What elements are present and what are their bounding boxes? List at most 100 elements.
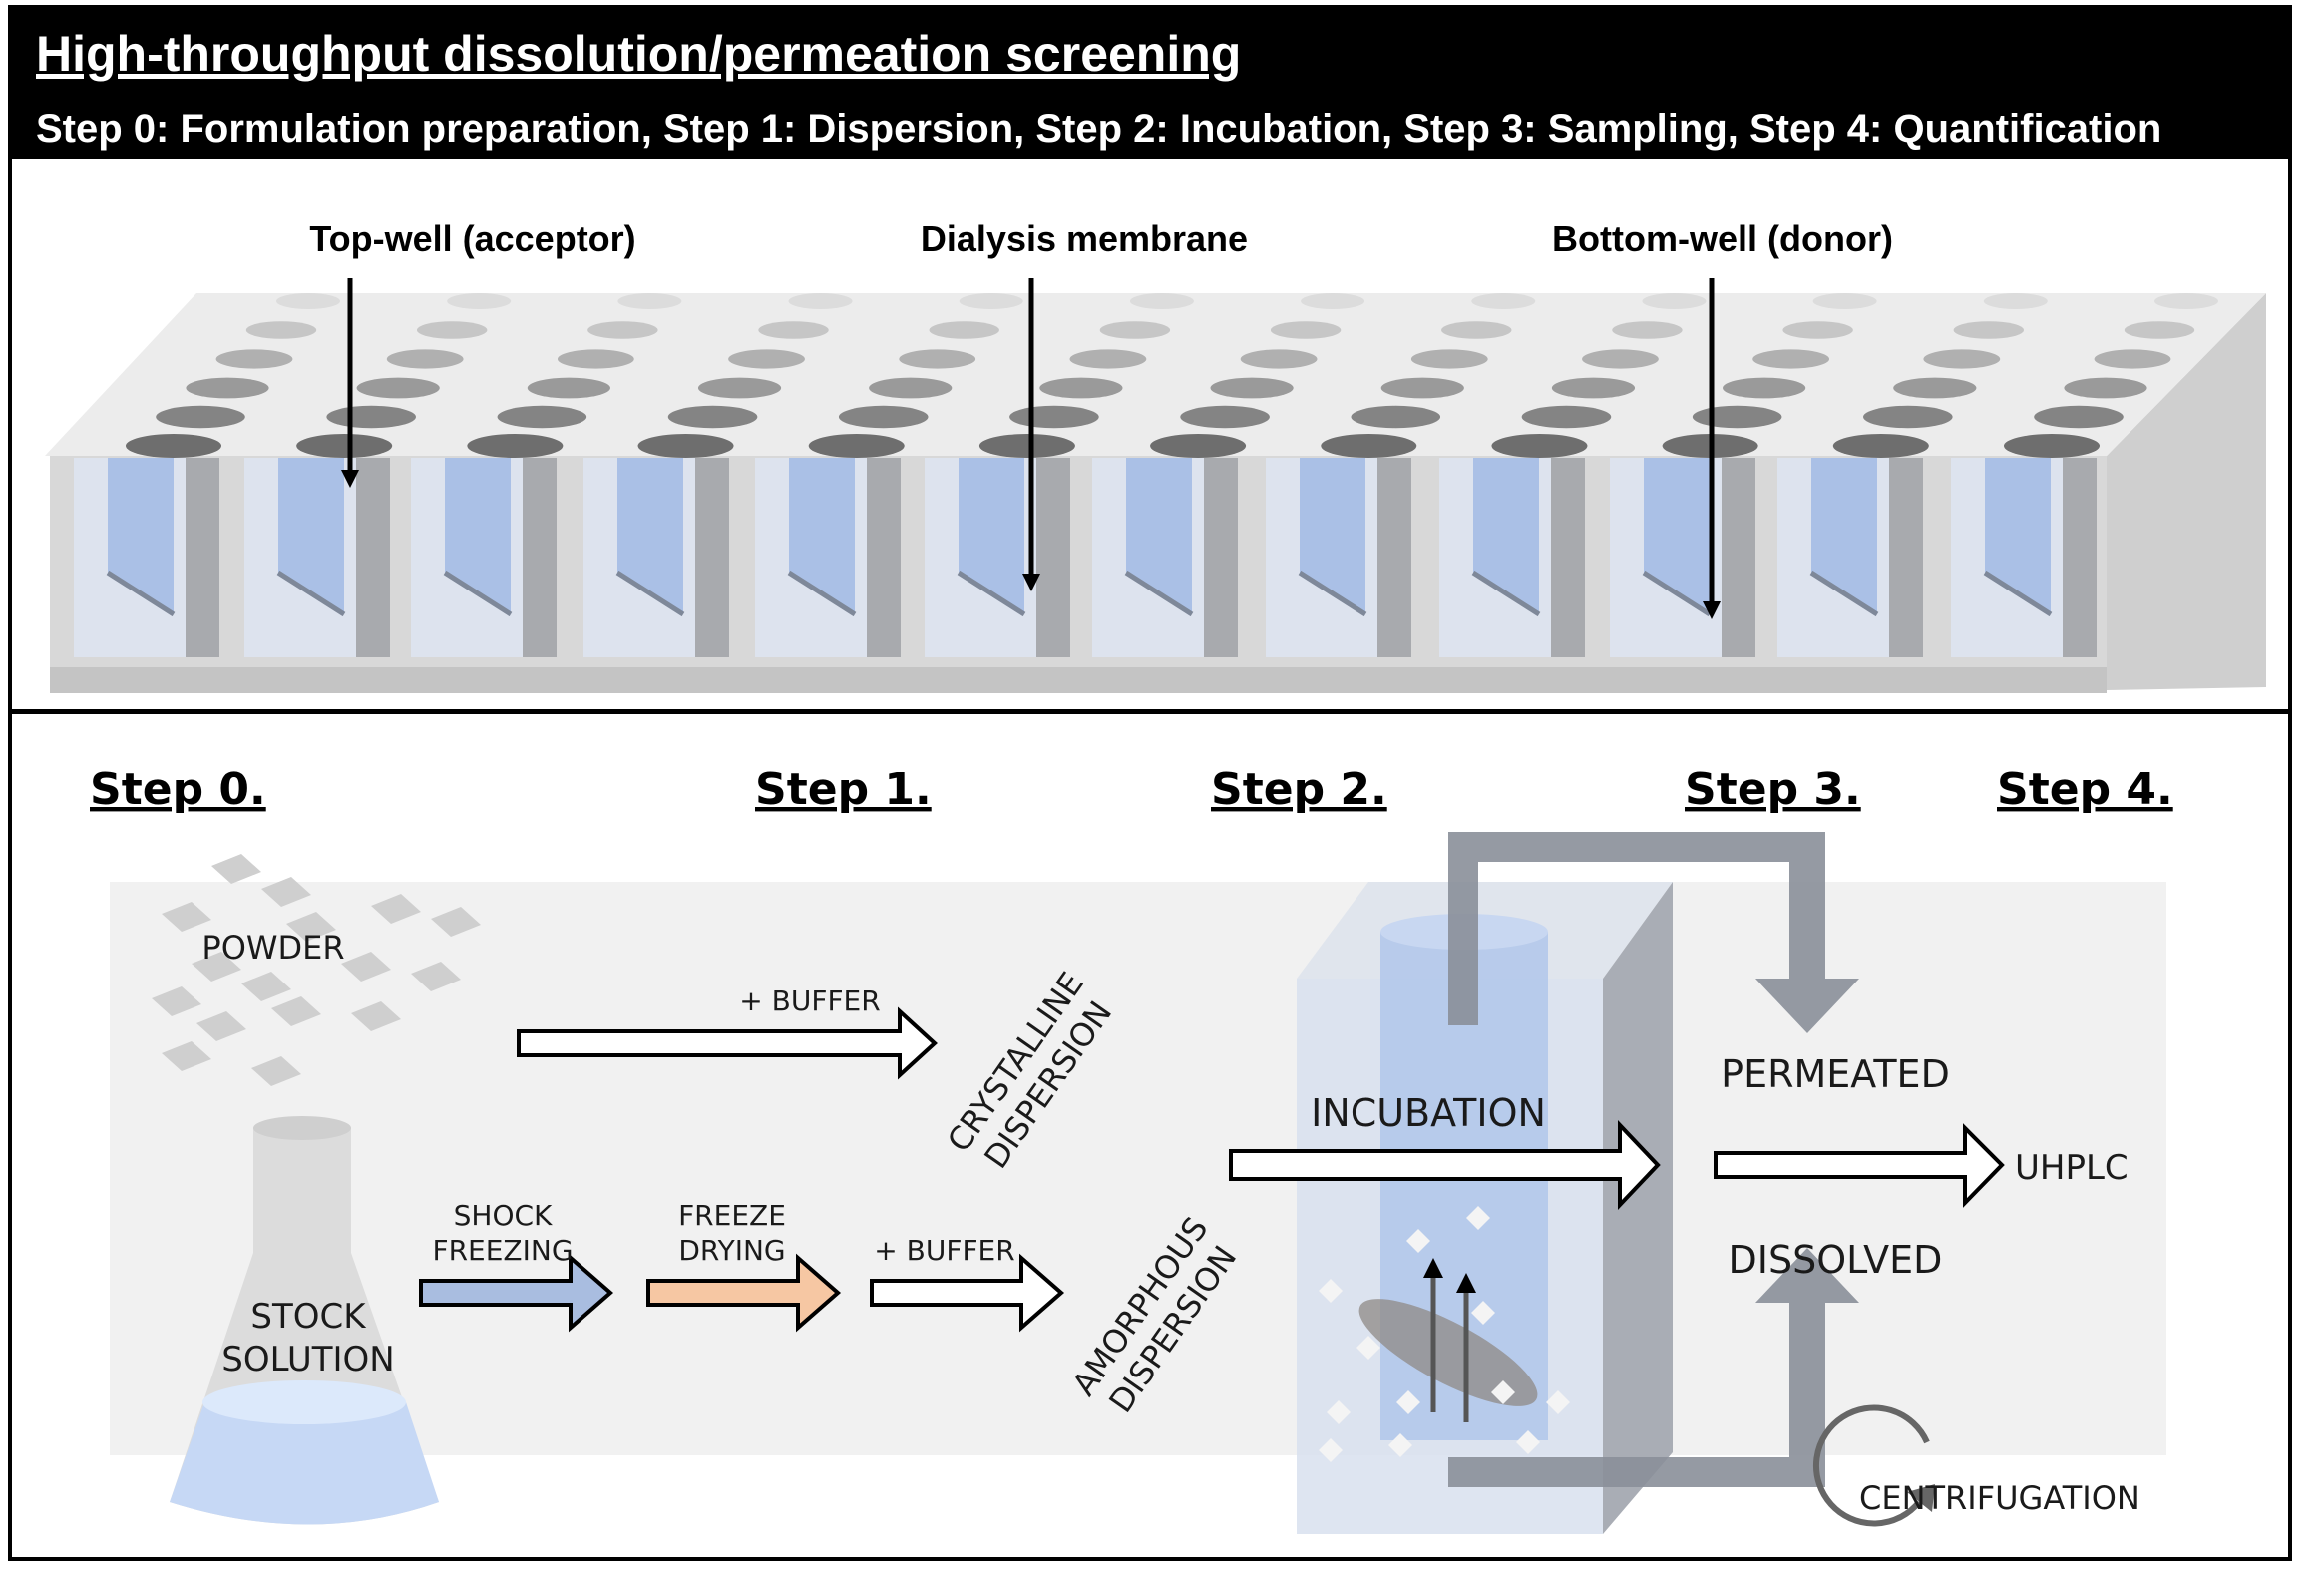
front-well-liquid: [108, 458, 174, 612]
crystal-particle: [1546, 1390, 1570, 1414]
figure-title: High-throughput dissolution/permeation s…: [36, 26, 1242, 82]
plate-well-opening: [416, 321, 488, 339]
plate-well-opening: [587, 321, 658, 339]
plate-well-opening: [186, 377, 269, 399]
front-well-liquid: [1811, 458, 1877, 612]
plate-well-opening: [637, 434, 734, 458]
front-well-shadow: [1377, 458, 1411, 657]
plate-well-opening: [869, 377, 953, 399]
front-well-liquid: [789, 458, 855, 612]
front-well-membrane: [1124, 570, 1194, 617]
plate-top-face: [45, 293, 2266, 456]
label-freezing: FREEZING: [432, 1234, 573, 1267]
crystal-particle: [1516, 1430, 1540, 1454]
plate-well-opening: [1180, 405, 1270, 429]
plate-well-opening: [1832, 434, 1929, 458]
plate-well-opening: [447, 293, 512, 309]
powder-flake: [211, 854, 261, 884]
powder-flake: [271, 996, 321, 1026]
crystal-particle: [1491, 1380, 1515, 1404]
plate-well-opening: [215, 349, 293, 369]
step-2-heading: Step 2.: [1211, 764, 1387, 815]
arrow-freeze-drying: [646, 1253, 842, 1333]
plate-well-opening: [1863, 405, 1953, 429]
plate-front-base: [50, 667, 2107, 693]
front-well-shadow: [1889, 458, 1923, 657]
plate-well-opening: [978, 434, 1075, 458]
crystal-particle: [1388, 1433, 1412, 1457]
plate-well-opening: [1441, 321, 1512, 339]
plate-well-opening: [1923, 349, 2001, 369]
plate-well-opening: [2154, 293, 2218, 309]
arrow-shock-freezing: [419, 1253, 614, 1333]
well-plate: [45, 278, 2266, 693]
crystal-particle: [1356, 1336, 1380, 1360]
plate-well-opening: [156, 405, 245, 429]
front-well-shadow: [2063, 458, 2097, 657]
front-well-membrane: [615, 570, 685, 617]
powder-flake: [286, 912, 336, 942]
front-well-liquid: [617, 458, 683, 612]
powder-flake: [192, 952, 241, 982]
pointer-arrowhead-icon: [1703, 601, 1721, 619]
label-stock: STOCK: [250, 1297, 367, 1337]
crystal-particle: [1466, 1206, 1490, 1230]
steps-summary: Step 0: Formulation preparation, Step 1:…: [36, 107, 2162, 151]
front-well-shadow: [1551, 458, 1585, 657]
powder-flake: [261, 877, 311, 907]
plate-well-opening: [617, 293, 682, 309]
plate-well-opening: [728, 349, 805, 369]
label-dialysis-membrane: Dialysis membrane: [921, 218, 1248, 259]
plate-well-opening: [1210, 377, 1294, 399]
plate-well-opening: [326, 405, 416, 429]
plate-side-face: [2107, 293, 2266, 690]
label-top-well: Top-well (acceptor): [309, 218, 635, 259]
plate-well-opening: [1953, 321, 2025, 339]
plate-well-opening: [497, 405, 587, 429]
plate-well-opening: [1642, 293, 1707, 309]
front-well-shadow: [1722, 458, 1755, 657]
figure-frame: High-throughput dissolution/permeation s…: [8, 5, 2292, 1561]
label-bottom-well: Bottom-well (donor): [1552, 218, 1893, 259]
front-well-shadow: [186, 458, 219, 657]
label-centrifugation: CENTRIFUGATION: [1859, 1479, 2140, 1517]
front-well-liquid: [1985, 458, 2051, 612]
front-well-membrane: [276, 570, 346, 617]
front-well-liquid: [959, 458, 1024, 612]
plate-well-opening: [1893, 377, 1977, 399]
label-incubation: INCUBATION: [1311, 1091, 1546, 1135]
arrow-buffer-crystalline: [517, 1006, 938, 1080]
plate-well-opening: [1752, 349, 1830, 369]
front-well-shadow: [1036, 458, 1070, 657]
front-well-membrane: [1471, 570, 1541, 617]
well-plate-panel: Top-well (acceptor) Dialysis membrane Bo…: [45, 218, 2266, 693]
plate-well-opening: [245, 321, 317, 339]
front-well-membrane: [787, 570, 857, 617]
front-well-membrane: [957, 570, 1026, 617]
front-well-membrane: [1809, 570, 1879, 617]
plate-well-opening: [1321, 434, 1417, 458]
crystal-particle: [1319, 1279, 1343, 1303]
arrow-buffer-amorphous: [870, 1253, 1065, 1333]
front-well-liquid: [1473, 458, 1539, 612]
powder-flake: [351, 1001, 401, 1031]
front-well-membrane: [443, 570, 513, 617]
label-uhplc: UHPLC: [2015, 1148, 2129, 1188]
incubation-vessel: [1297, 882, 1673, 1534]
label-freeze: FREEZE: [678, 1199, 786, 1232]
step-1-heading: Step 1.: [755, 764, 932, 815]
front-well-liquid: [278, 458, 344, 612]
powder-flake: [241, 972, 291, 1001]
plate-well-opening: [126, 434, 221, 458]
label-buffer-bottom: + BUFFER: [874, 1234, 1014, 1267]
plate-well-opening: [557, 349, 634, 369]
plate-well-opening: [788, 293, 853, 309]
plate-well-opening: [1240, 349, 1318, 369]
front-well-membrane: [1983, 570, 2053, 617]
front-well-liquid: [445, 458, 511, 612]
arrow-incubation: [1229, 1119, 1661, 1211]
front-well-shadow: [695, 458, 729, 657]
plate-well-opening: [2094, 349, 2171, 369]
label-shock: SHOCK: [454, 1199, 553, 1232]
plate-well-opening: [929, 321, 999, 339]
